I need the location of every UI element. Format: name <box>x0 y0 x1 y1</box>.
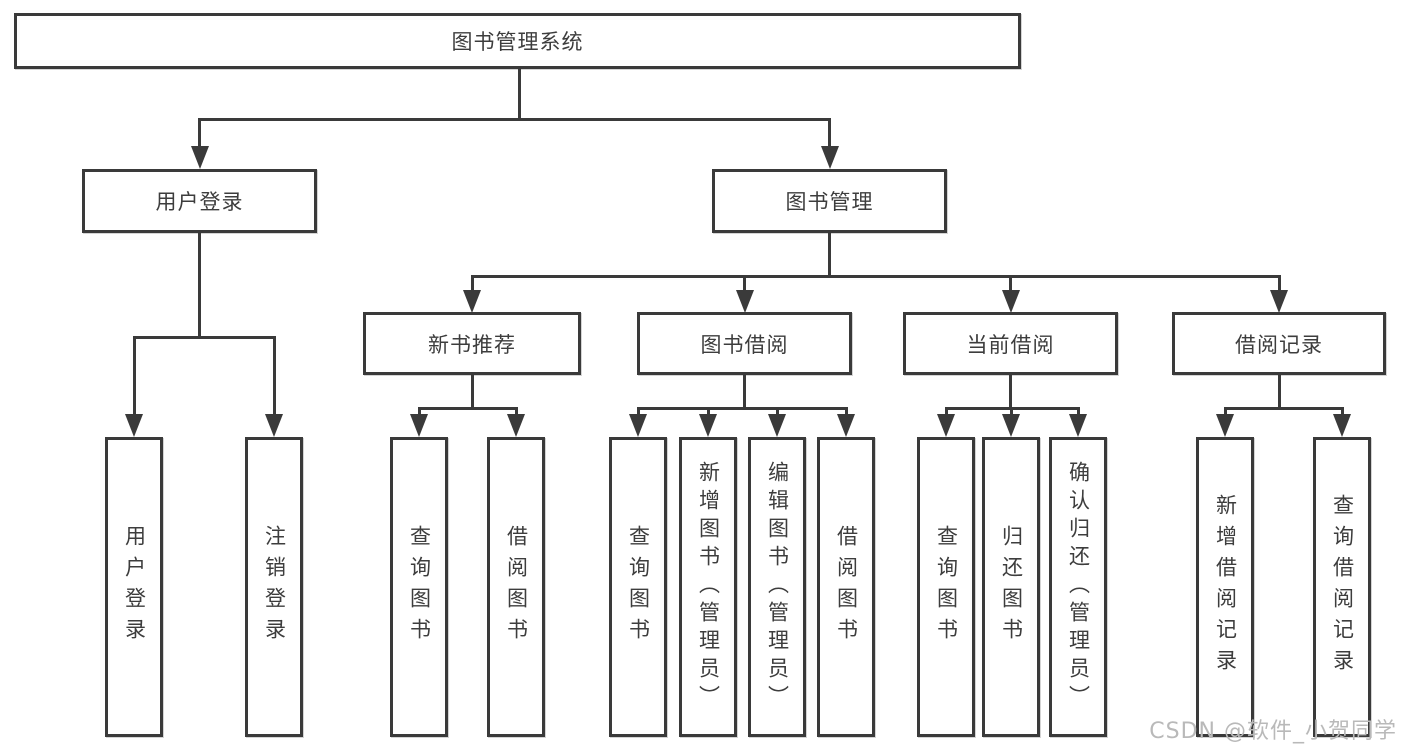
connector-user-login-rail <box>132 336 276 339</box>
node-leaf-borrow-search: 查询图书 <box>609 437 667 737</box>
node-leaf-borrow-add: 新增图书（管理员） <box>679 437 737 737</box>
arrow-down-icon <box>190 146 209 169</box>
connector-level2-rail <box>198 118 831 121</box>
node-book-borrow: 图书借阅 <box>637 312 852 375</box>
arrow-down-icon <box>1333 414 1351 437</box>
node-root-label: 图书管理系统 <box>451 30 584 54</box>
connector-arrow-stem <box>272 336 276 416</box>
arrow-down-icon <box>1001 290 1020 313</box>
node-book-management: 图书管理 <box>712 169 947 233</box>
connector-arrow-stem <box>1277 275 1281 293</box>
connector-arrow-stem <box>944 407 948 417</box>
connector-arrow-stem <box>1009 407 1013 417</box>
node-leaf-current-search-label: 查询图书 <box>934 525 959 649</box>
connector-arrow-stem <box>775 407 779 417</box>
node-book-management-label: 图书管理 <box>785 190 874 214</box>
arrow-down-icon <box>699 414 717 437</box>
node-root: 图书管理系统 <box>14 13 1021 69</box>
connector-arrow-stem <box>1340 407 1344 417</box>
node-current-borrow-label: 当前借阅 <box>966 332 1055 357</box>
connector-book-borrow-rail <box>636 407 848 410</box>
connector-arrow-stem <box>844 407 848 417</box>
node-new-book-recommend-label: 新书推荐 <box>428 332 516 357</box>
node-leaf-record-add-label: 新增借阅记录 <box>1213 494 1238 680</box>
node-leaf-newbook-search-label: 查询图书 <box>407 525 432 649</box>
connector-arrow-stem <box>1076 407 1080 417</box>
node-leaf-borrow-borrow: 借阅图书 <box>817 437 875 737</box>
connector-arrow-stem <box>470 275 474 293</box>
node-leaf-newbook-search: 查询图书 <box>390 437 448 737</box>
connector-arrow-stem <box>828 118 831 149</box>
connector-level3-rail <box>470 275 1281 278</box>
arrow-down-icon <box>768 414 786 437</box>
arrow-down-icon <box>1069 414 1087 437</box>
node-current-borrow: 当前借阅 <box>903 312 1118 375</box>
arrow-down-icon <box>125 414 143 437</box>
node-leaf-current-confirm: 确认归还（管理员） <box>1049 437 1107 737</box>
node-leaf-borrow-edit: 编辑图书（管理员） <box>748 437 806 737</box>
arrow-down-icon <box>937 414 955 437</box>
node-leaf-current-confirm-label: 确认归还（管理员） <box>1066 461 1091 713</box>
node-leaf-record-search: 查询借阅记录 <box>1313 437 1371 737</box>
node-borrow-record: 借阅记录 <box>1172 312 1386 375</box>
connector-arrow-stem <box>132 336 136 416</box>
arrow-down-icon <box>265 414 283 437</box>
node-leaf-current-return: 归还图书 <box>982 437 1040 737</box>
arrow-down-icon <box>735 290 754 313</box>
node-leaf-record-add: 新增借阅记录 <box>1196 437 1254 737</box>
node-leaf-logout-label: 注销登录 <box>262 525 287 649</box>
connector-arrow-stem <box>1223 407 1227 417</box>
node-leaf-record-search-label: 查询借阅记录 <box>1330 494 1355 680</box>
arrow-down-icon <box>1002 414 1020 437</box>
arrow-down-icon <box>629 414 647 437</box>
node-leaf-newbook-borrow-label: 借阅图书 <box>504 525 529 649</box>
connector-arrow-stem <box>743 275 746 293</box>
node-leaf-newbook-borrow: 借阅图书 <box>487 437 545 737</box>
node-leaf-user-login-label: 用户登录 <box>122 525 147 649</box>
arrow-down-icon <box>410 414 428 437</box>
connector-borrow-record-stem <box>1277 375 1281 410</box>
arrow-down-icon <box>1216 414 1234 437</box>
node-leaf-borrow-add-label: 新增图书（管理员） <box>696 461 721 713</box>
csdn-watermark: CSDN @软件_小贺同学 <box>1149 719 1397 744</box>
node-leaf-current-return-label: 归还图书 <box>999 525 1024 649</box>
node-leaf-logout: 注销登录 <box>245 437 303 737</box>
node-leaf-borrow-search-label: 查询图书 <box>626 525 651 649</box>
connector-book-mgmt-stem <box>828 233 831 278</box>
node-book-borrow-label: 图书借阅 <box>700 332 789 357</box>
connector-new-book-stem <box>470 375 474 410</box>
arrow-down-icon <box>837 414 855 437</box>
arrow-down-icon <box>820 146 839 169</box>
node-leaf-current-search: 查询图书 <box>917 437 975 737</box>
connector-arrow-stem <box>1009 275 1012 293</box>
connector-book-borrow-stem <box>743 375 746 410</box>
node-user-login-label: 用户登录 <box>155 190 244 214</box>
connector-arrow-stem <box>198 118 201 149</box>
arrow-down-icon <box>507 414 525 437</box>
node-borrow-record-label: 借阅记录 <box>1235 332 1323 357</box>
connector-borrow-record-rail <box>1223 407 1344 410</box>
connector-arrow-stem <box>636 407 640 417</box>
connector-arrow-stem <box>514 407 518 417</box>
node-user-login: 用户登录 <box>82 169 317 233</box>
node-leaf-borrow-borrow-label: 借阅图书 <box>834 525 859 649</box>
arrow-down-icon <box>1270 290 1288 313</box>
connector-arrow-stem <box>417 407 421 417</box>
connector-new-book-rail <box>417 407 518 410</box>
connector-current-borrow-stem <box>1009 375 1012 410</box>
arrow-down-icon <box>463 290 481 313</box>
node-leaf-borrow-edit-label: 编辑图书（管理员） <box>765 461 790 713</box>
connector-arrow-stem <box>706 407 710 417</box>
node-leaf-user-login: 用户登录 <box>105 437 163 737</box>
connector-user-login-stem <box>198 233 201 339</box>
node-new-book-recommend: 新书推荐 <box>363 312 581 375</box>
connector-root-stem <box>518 69 521 121</box>
